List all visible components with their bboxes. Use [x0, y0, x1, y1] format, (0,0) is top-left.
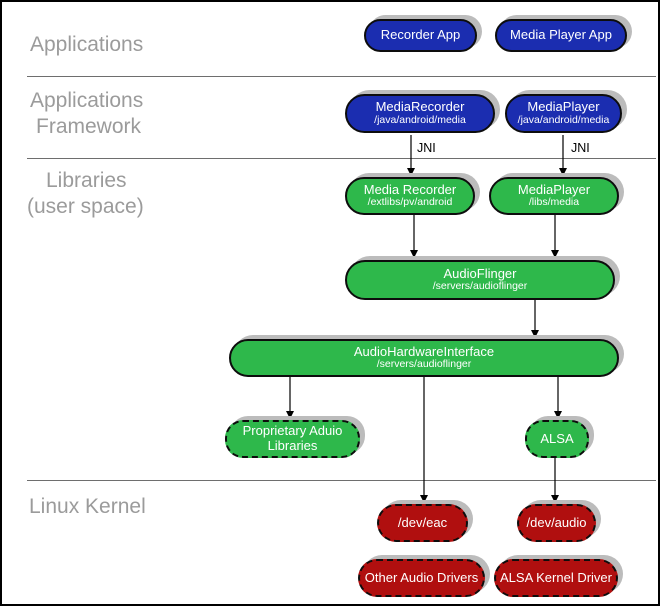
node-alsa-kernel-driver: ALSA Kernel Driver [494, 559, 618, 597]
jni-label-left: JNI [417, 141, 436, 155]
node-mediaplayer-framework: MediaPlayer /java/android/media [505, 94, 622, 133]
node-mediaplayer-framework-title: MediaPlayer [527, 99, 600, 115]
node-mediarecorder-framework: MediaRecorder /java/android/media [345, 94, 495, 133]
node-mediarecorder-framework-path: /java/android/media [374, 113, 466, 126]
node-mediaplayer-library: MediaPlayer /libs/media [489, 177, 619, 215]
node-alsa: ALSA [525, 420, 589, 458]
node-recorder-app-title: Recorder App [380, 27, 461, 43]
node-media-recorder-library-path: /extlibs/pv/android [367, 196, 453, 209]
node-mediarecorder-framework-title: MediaRecorder [375, 99, 465, 115]
node-alsa-kernel-driver-title: ALSA Kernel Driver [500, 569, 612, 585]
node-other-audio-drivers: Other Audio Drivers [358, 559, 485, 597]
section-label-applications-framework-line1: Applications [30, 89, 144, 112]
node-media-recorder-library: Media Recorder /extlibs/pv/android [345, 177, 475, 215]
section-label-libraries-line1: Libraries [46, 169, 127, 192]
node-media-recorder-library-title: Media Recorder [363, 181, 457, 197]
section-label-applications: Applications [30, 33, 144, 56]
node-proprietary-audio-libraries: Proprietary Aduio Libraries [225, 420, 360, 458]
node-audioflinger-title: AudioFlinger [443, 265, 517, 281]
node-audioflinger: AudioFlinger /servers/audioflinger [345, 260, 615, 300]
node-audio-hardware-interface-title: AudioHardwareInterface [353, 343, 495, 359]
jni-label-right: JNI [571, 141, 590, 155]
separator-applications [27, 76, 656, 77]
node-other-audio-drivers-title: Other Audio Drivers [364, 569, 479, 585]
node-audio-hardware-interface: AudioHardwareInterface /servers/audiofli… [229, 339, 619, 377]
node-media-player-app-title: Media Player App [510, 27, 612, 43]
node-dev-audio-title: /dev/audio [526, 514, 587, 530]
section-label-linux-kernel: Linux Kernel [29, 495, 146, 518]
node-audioflinger-path: /servers/audioflinger [432, 280, 528, 293]
node-dev-eac: /dev/eac [377, 504, 468, 542]
node-recorder-app: Recorder App [364, 19, 477, 52]
separator-framework [27, 158, 656, 159]
node-media-player-app: Media Player App [495, 19, 627, 52]
node-proprietary-audio-libraries-title: Proprietary Aduio Libraries [242, 423, 343, 453]
node-audio-hardware-interface-path: /servers/audioflinger [376, 358, 472, 371]
node-mediaplayer-library-path: /libs/media [528, 196, 580, 209]
node-mediaplayer-library-title: MediaPlayer [517, 181, 591, 197]
node-dev-audio: /dev/audio [517, 504, 596, 542]
separator-kernel [27, 480, 656, 481]
node-mediaplayer-framework-path: /java/android/media [517, 113, 610, 126]
node-dev-eac-title: /dev/eac [397, 514, 448, 530]
section-label-applications-framework-line2: Framework [36, 115, 142, 138]
section-label-libraries-line2: (user space) [27, 195, 144, 218]
node-alsa-title: ALSA [540, 430, 574, 446]
